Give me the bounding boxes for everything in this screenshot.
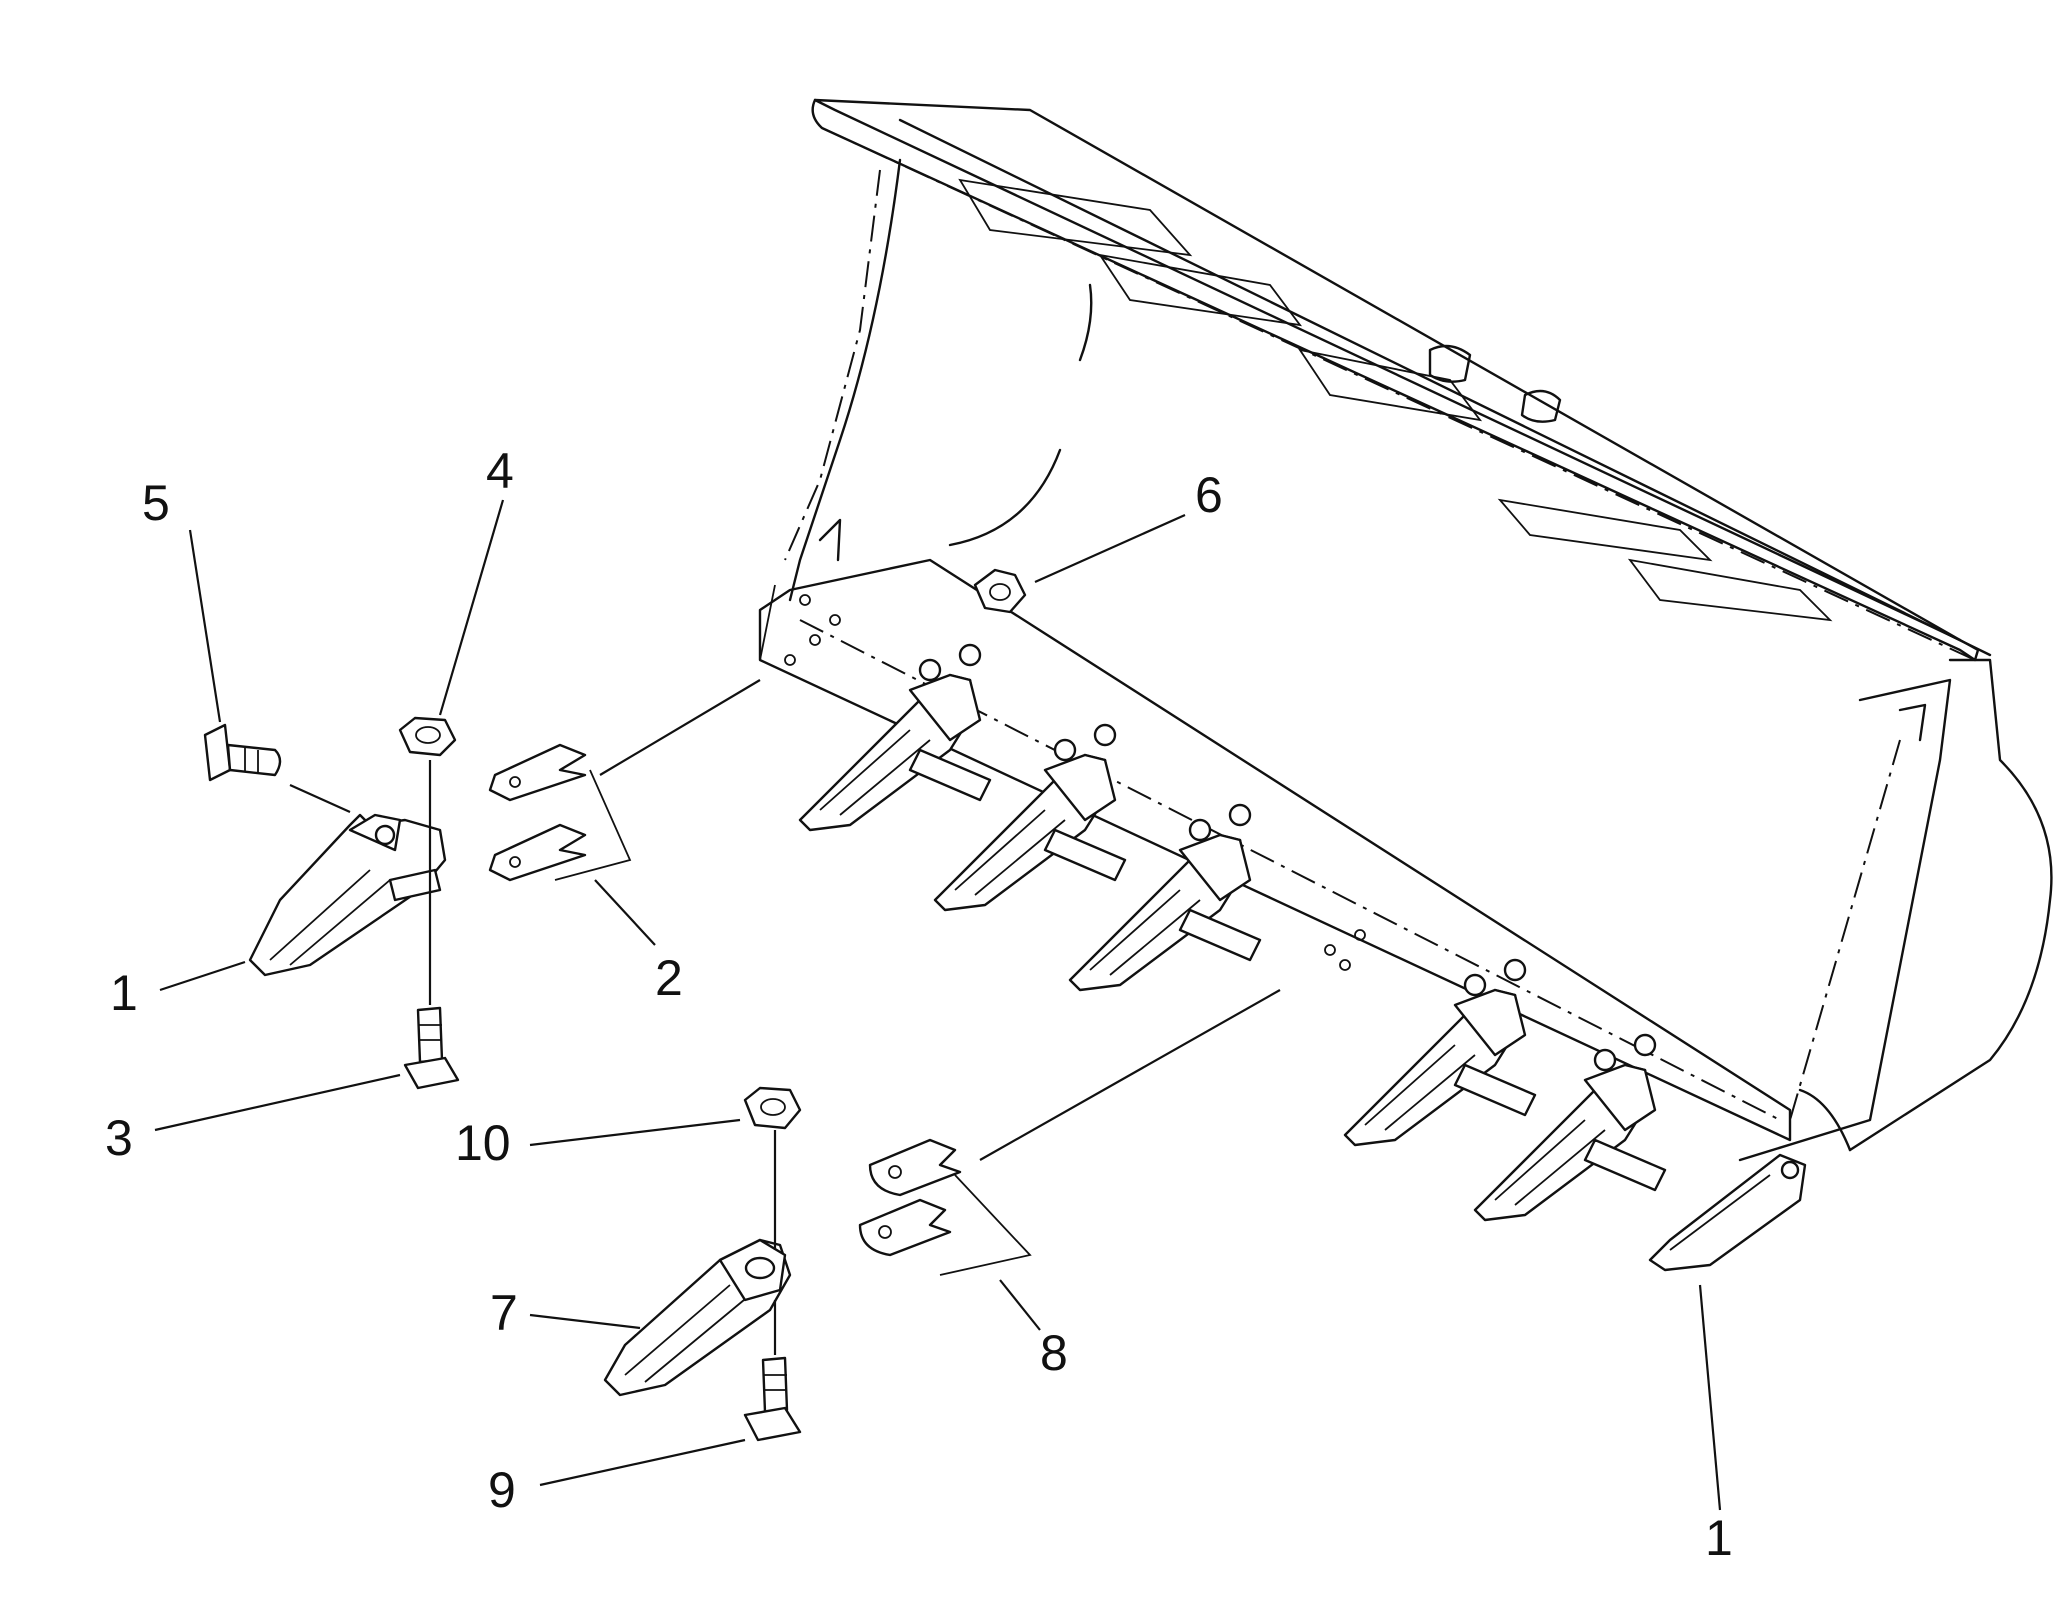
- callout-1-right: 1: [1705, 1510, 1733, 1566]
- callout-6: 6: [1195, 467, 1223, 523]
- nut-part-4: [398, 716, 457, 757]
- cutting-edge-holes: [784, 594, 1366, 971]
- callout-3: 3: [105, 1110, 133, 1166]
- callout-5: 5: [142, 475, 170, 531]
- nut-part-10: [743, 1086, 802, 1130]
- bolt-part-9: [743, 1356, 802, 1442]
- callout-9: 9: [488, 1462, 516, 1518]
- corner-adapter-part-1: [248, 813, 447, 977]
- shims-part-2: [488, 743, 632, 882]
- callout-1-left: 1: [110, 965, 138, 1021]
- bolt-part-3: [403, 1006, 460, 1090]
- tooth-adapter-part-7: [603, 1238, 792, 1397]
- callout-2: 2: [655, 950, 683, 1006]
- mounted-teeth: [798, 643, 1807, 1272]
- leader-lines: [154, 499, 1722, 1511]
- bucket-body: [758, 98, 2053, 1162]
- nut-part-6: [973, 568, 1027, 614]
- callout-10: 10: [455, 1115, 511, 1171]
- callout-8: 8: [1040, 1325, 1068, 1381]
- bolt-part-5: [203, 723, 282, 782]
- callout-4: 4: [486, 443, 514, 499]
- callout-7: 7: [490, 1285, 518, 1341]
- callout-labels: 5 4 6 2 1 3 10 7 8 9 1: [105, 443, 1733, 1566]
- shims-part-8: [858, 1138, 1032, 1276]
